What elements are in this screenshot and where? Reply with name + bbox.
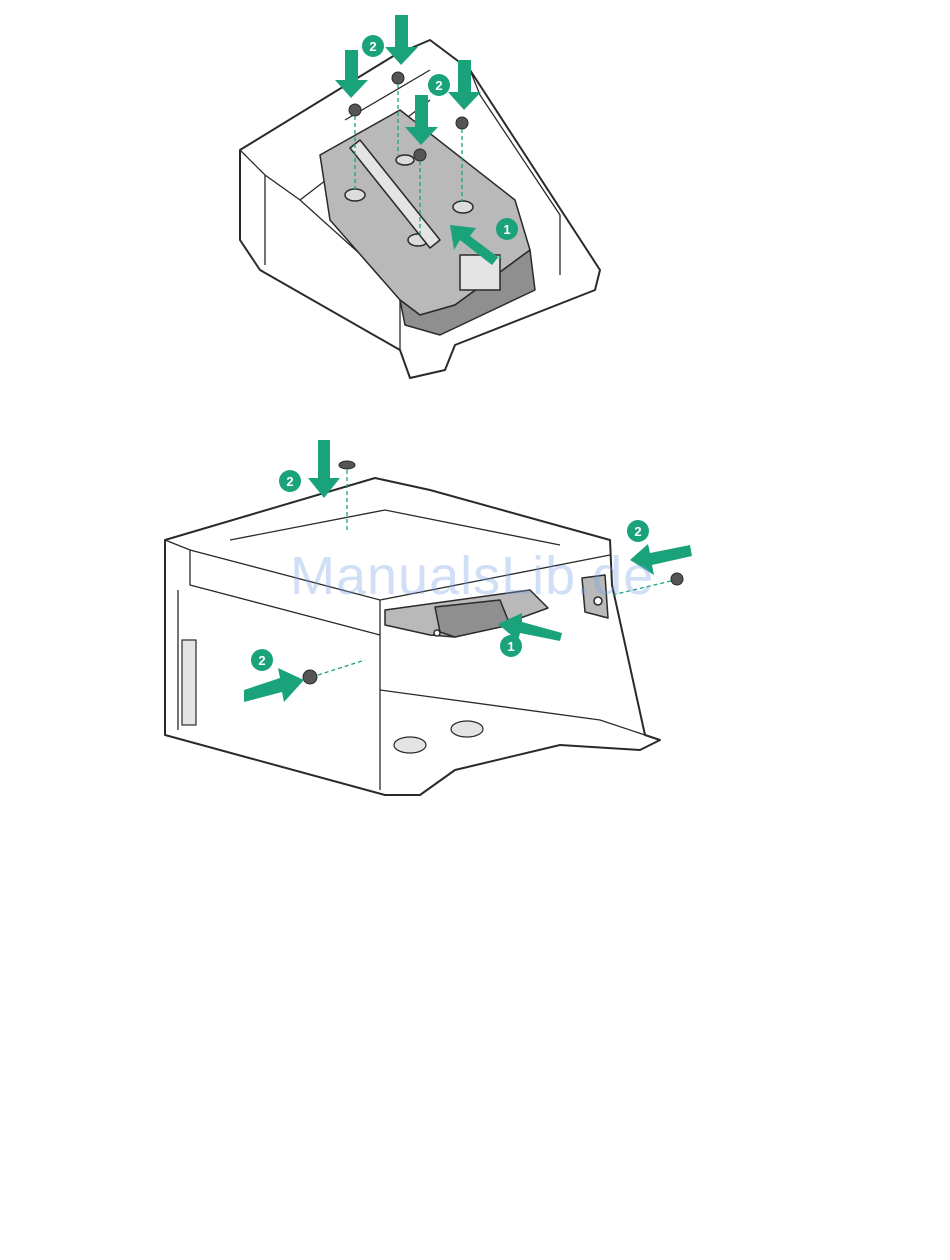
svg-text:2: 2 (258, 653, 265, 668)
top-installation-figure: 2 2 1 (0, 0, 950, 400)
svg-text:2: 2 (369, 39, 376, 54)
svg-text:2: 2 (435, 78, 442, 93)
svg-text:1: 1 (507, 639, 514, 654)
svg-text:2: 2 (286, 474, 293, 489)
top-callout-2b: 2 (428, 74, 450, 96)
top-callout-1: 1 (496, 218, 518, 240)
left-arrow-icon (630, 544, 692, 575)
top-callout-2a: 2 (362, 35, 384, 57)
bottom-callout-2-right: 2 (627, 520, 649, 542)
bottom-installation-figure: 2 2 2 1 (0, 420, 950, 820)
bottom-callout-2-top: 2 (279, 470, 301, 492)
bottom-callout-1: 1 (500, 635, 522, 657)
svg-text:1: 1 (503, 222, 510, 237)
bottom-callout-2-left: 2 (251, 649, 273, 671)
svg-text:2: 2 (634, 524, 641, 539)
